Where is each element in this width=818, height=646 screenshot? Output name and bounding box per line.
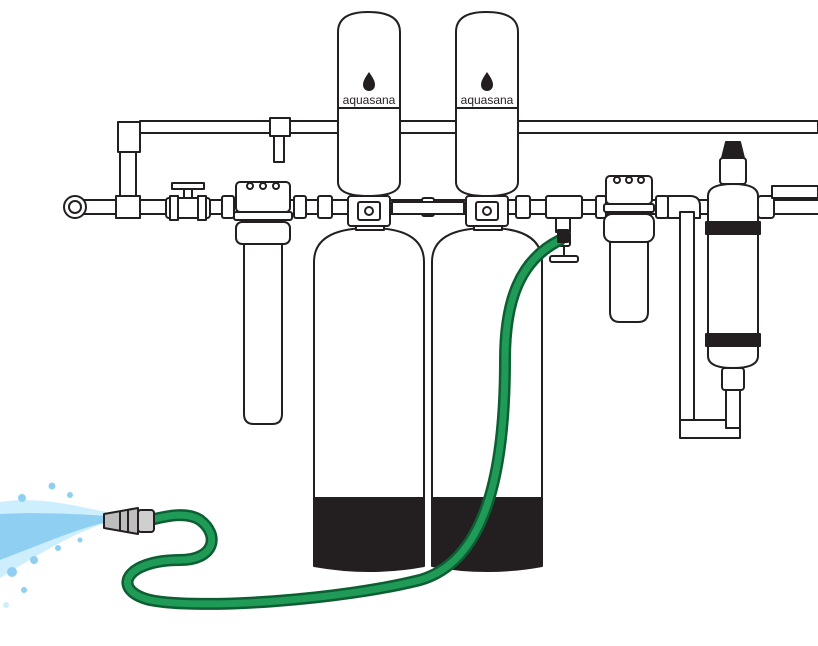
tee-fitting <box>545 195 583 219</box>
valve-nut-right <box>197 195 207 221</box>
pre-filter-housing <box>221 181 307 425</box>
post-filter-ring <box>603 213 655 243</box>
tank-brand-label: aquasana <box>343 93 396 107</box>
media-vessel <box>455 11 519 197</box>
water-droplet <box>77 537 83 543</box>
tank-base <box>313 497 425 572</box>
hose-nozzle[interactable] <box>103 507 155 535</box>
water-droplet <box>3 602 9 608</box>
post-filter-housing <box>603 175 655 323</box>
pre-filter-collar <box>233 211 293 221</box>
water-droplet <box>67 492 73 498</box>
uv-clamp <box>705 333 761 347</box>
hose-connector <box>557 229 569 243</box>
water-droplet <box>48 482 56 490</box>
post-filter-canister <box>609 241 649 323</box>
valve-nut-left <box>169 195 179 221</box>
cap-bolt <box>637 176 645 184</box>
shutoff-valve[interactable] <box>165 182 211 221</box>
top-elbow <box>117 121 141 153</box>
cap-bolt <box>259 182 267 190</box>
uv-lamp-cap <box>721 141 745 159</box>
water-droplet <box>55 545 61 551</box>
cap-bolt <box>246 182 254 190</box>
pre-filter-ring <box>235 221 291 245</box>
cap-bolt <box>625 176 633 184</box>
water-drop-logo-icon <box>363 72 375 91</box>
uv-clamp <box>705 221 761 235</box>
water-droplet <box>21 587 27 593</box>
cap-bolt <box>272 182 280 190</box>
post-filter-collar <box>603 203 655 213</box>
tank-connector-pipe <box>391 201 465 215</box>
uv-lamp-collar <box>719 157 747 185</box>
garden-hose <box>121 234 566 610</box>
top-tee-drop <box>273 135 285 163</box>
pipe-union <box>317 195 333 219</box>
top-tee-fitting <box>269 117 291 137</box>
pipe-union <box>515 195 531 219</box>
uv-bottom-fitting <box>721 367 745 391</box>
uv-loop-piping <box>667 195 741 439</box>
water-spray <box>0 482 110 608</box>
loop-down-pipe <box>679 211 695 427</box>
water-stream-core <box>0 513 108 560</box>
water-droplet <box>18 494 26 502</box>
tank-valve-bolt <box>482 206 492 216</box>
filter-tank-1: aquasana <box>313 11 425 572</box>
cap-bolt <box>613 176 621 184</box>
water-droplet <box>7 567 17 577</box>
valve-handle[interactable] <box>171 182 205 190</box>
pipe-union <box>221 195 235 219</box>
tank-body <box>313 227 425 499</box>
pipe-union <box>293 195 307 219</box>
uv-outlet-elbow <box>771 185 818 199</box>
inlet-pipe-cap-inner <box>68 200 82 214</box>
pipe-union <box>655 195 669 219</box>
media-vessel <box>337 11 401 197</box>
inlet-tee <box>115 195 141 219</box>
hose-fill <box>124 236 564 608</box>
uv-outlet <box>757 195 775 219</box>
tank-brand-label: aquasana <box>461 93 514 107</box>
pre-filter-canister <box>243 243 283 425</box>
water-droplet <box>35 507 41 513</box>
uv-sterilizer <box>705 141 818 391</box>
water-drop-logo-icon <box>481 72 493 91</box>
nozzle-coupling <box>137 509 155 533</box>
tank-valve-bolt <box>364 206 374 216</box>
water-droplet <box>30 556 38 564</box>
